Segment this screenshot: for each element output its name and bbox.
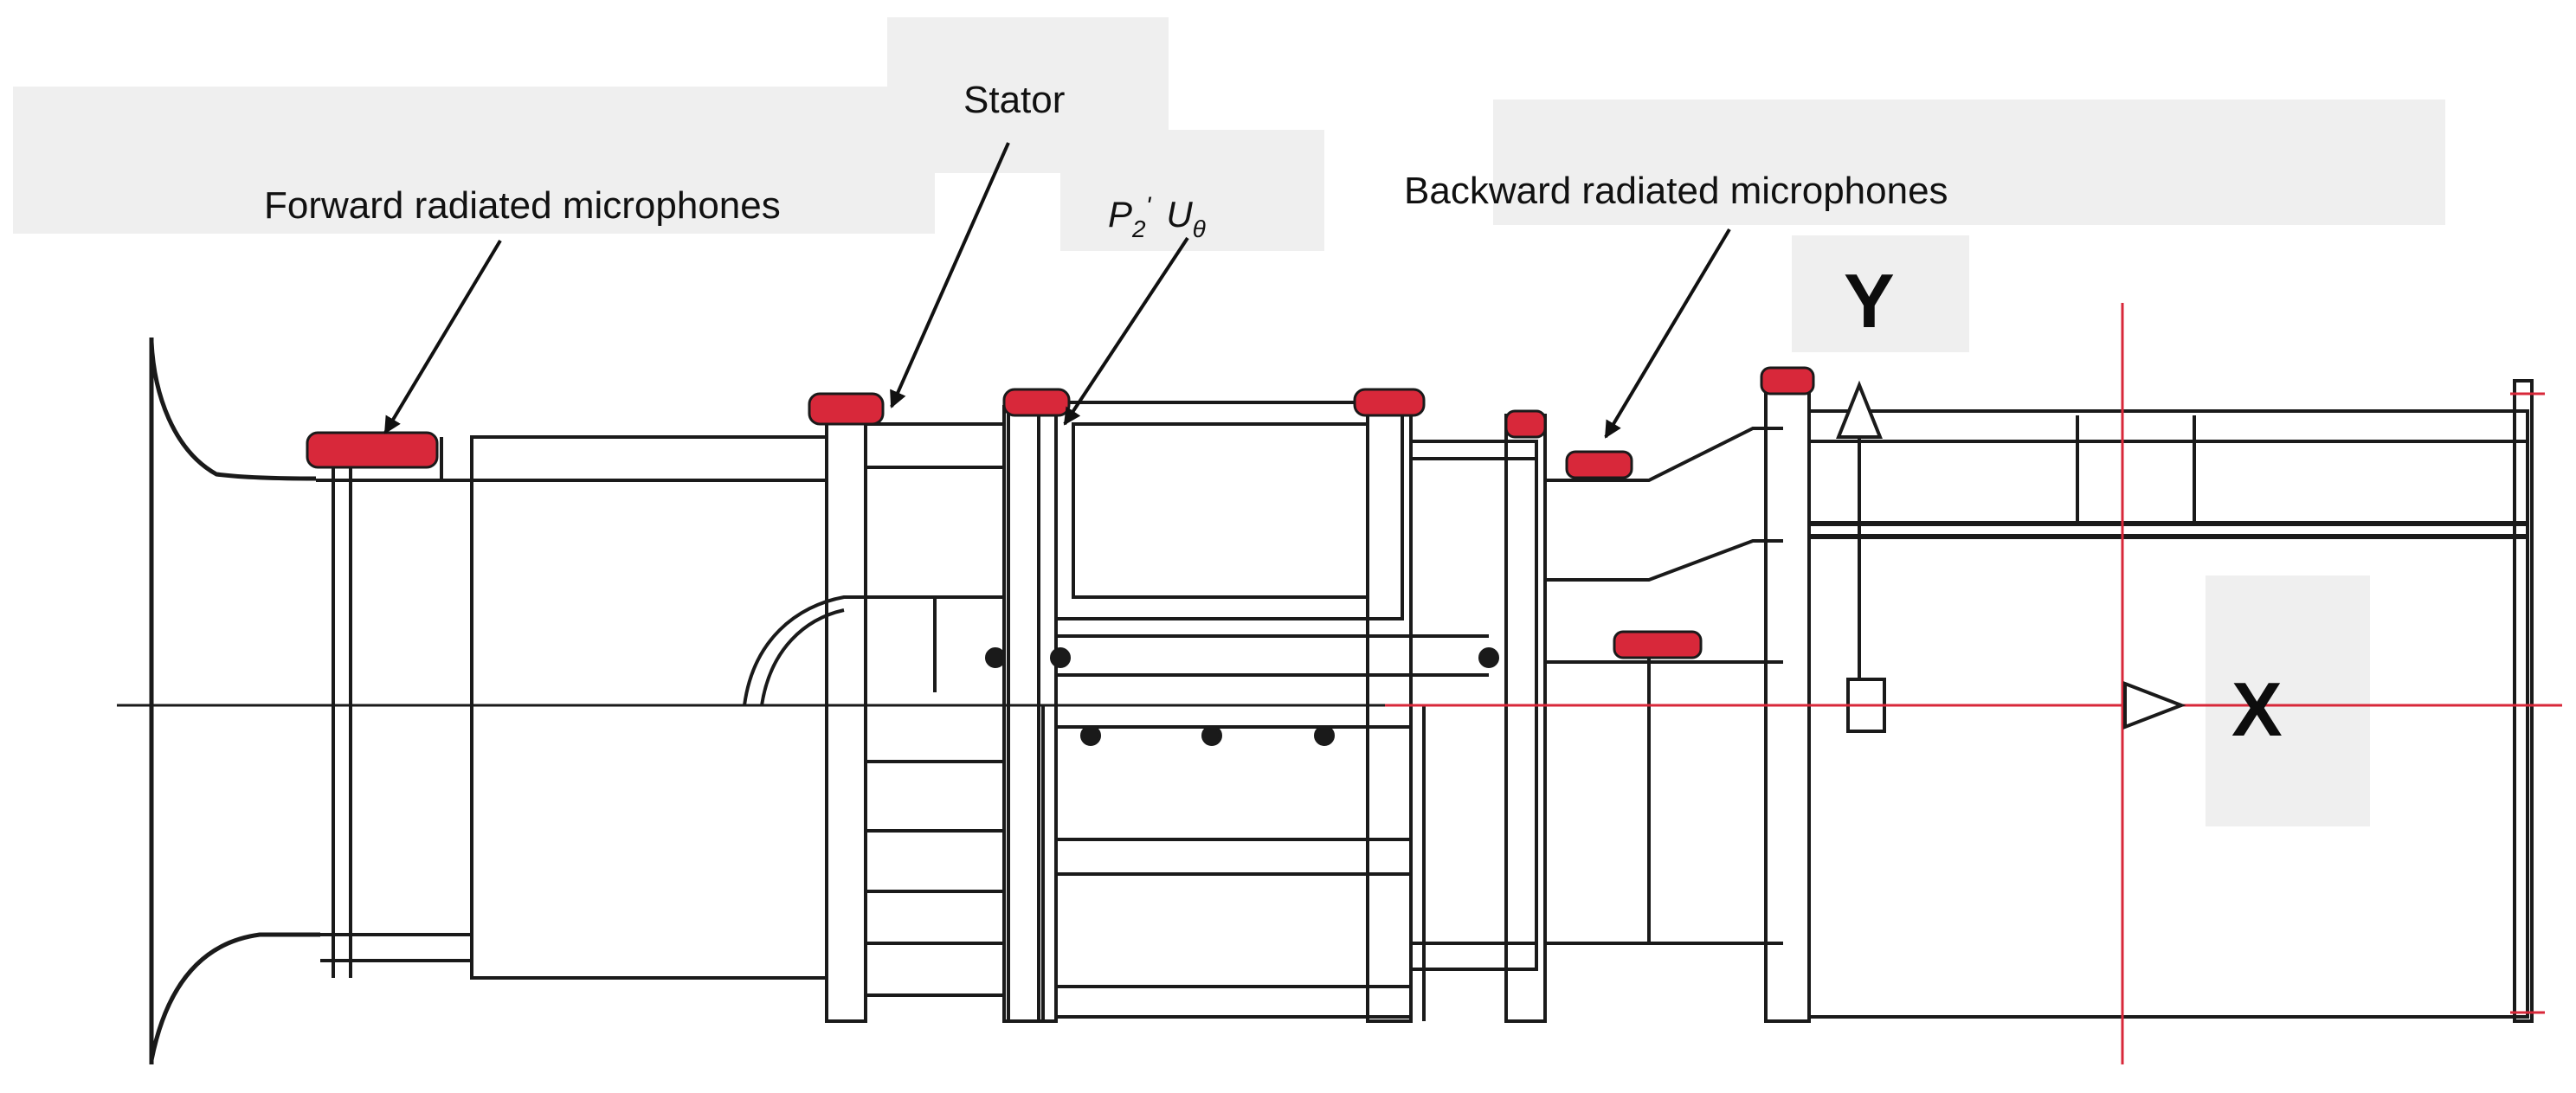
rotor-flange-left [1007,396,1058,1023]
probe-p-sub: 2 [1131,215,1146,242]
stator-bolts [808,392,885,426]
forward-microphones [306,431,439,469]
forward-duct [470,435,828,980]
backward-microphones [1565,450,1633,479]
exit-flange [1764,375,1811,1023]
stator-ladder [866,760,1004,997]
probe-label-bg [1060,130,1324,251]
hub-nose-inner [760,608,845,706]
inlet-bellmouth-upper [149,341,317,481]
y-axis-arrow [1836,380,1883,679]
microphone-clusters [306,366,1815,659]
exit-duct [1807,409,2529,1019]
probe-label: P2' Uθ [1108,192,1206,242]
transition-upper-2 [1545,539,1783,582]
exit-end-flange [2513,379,2534,1023]
stator-flange-left [825,405,867,1023]
x-label-bg [2206,575,2370,826]
rotor-bolts-left [1002,388,1071,417]
probe-u-sub: θ [1193,215,1206,242]
red-accents [1385,303,2562,1064]
rotor-flange-right [1366,396,1413,1023]
forward-label-bg [13,87,935,234]
rotor-bolts-right [1353,388,1426,417]
rotor-casing-inner [1072,422,1369,599]
x-axis-label: X [2231,666,2283,752]
y-axis-label: Y [1844,258,1895,344]
mid-bolts [1504,409,1547,439]
backward-label: Backward radiated microphones [1404,170,1948,212]
mid-flange [1504,414,1547,1023]
stator-label: Stator [963,79,1065,121]
backward-arrow [1604,228,1731,439]
hub-bolts [985,647,1499,746]
forward-label: Forward radiated microphones [264,184,781,227]
rotor-casing [1054,401,1404,620]
x-axis-head [2123,681,2186,730]
y-label-bg [1792,235,1969,352]
y-axis-head [1836,380,1883,439]
stator-arrow [890,142,1010,408]
forward-arrow [383,239,502,434]
hub-nose [743,595,937,706]
probe-p-sup: ' [1146,192,1152,221]
exit-flange-bolts [1760,366,1815,395]
probe-u: U [1166,194,1193,235]
callout-arrows [383,142,1731,439]
hub-bolts-red [1613,630,1703,659]
inlet-bellmouth-lower [149,932,320,1061]
label-backgrounds [13,17,2445,826]
probe-p: P [1108,194,1132,235]
probe-arrow [1063,236,1189,426]
backward-label-bg [1493,100,2445,225]
transition-upper [1545,427,1783,482]
machine-drawing [117,338,2562,1064]
